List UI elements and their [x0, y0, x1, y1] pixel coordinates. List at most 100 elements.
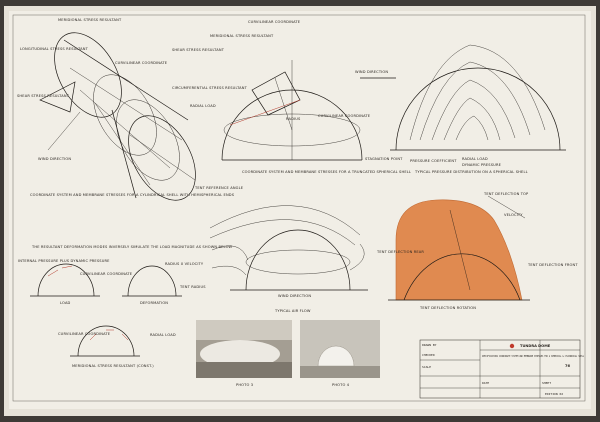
photo-3-sky [196, 320, 292, 340]
fig4-internal: INTERNAL PRESSURE PLUS DYNAMIC PRESSURE [18, 259, 110, 263]
fig-deflection [388, 195, 530, 301]
fig7-curvilinear: CURVILINEAR COORDINATE [58, 332, 111, 336]
stress-element-panel [39, 81, 76, 113]
fig4-deformation: DEFORMATION [140, 301, 168, 305]
fig1-wind-label: WIND DIRECTION [38, 157, 71, 161]
photo-4-dome [317, 345, 355, 367]
photo-3 [196, 320, 292, 378]
fig3-wind: WIND DIRECTION [355, 70, 388, 74]
flowline-3 [211, 245, 249, 261]
fig4-curvilinear: CURVILINEAR COORDINATE [80, 272, 133, 276]
fig-airflow [209, 205, 368, 291]
load-arch [37, 263, 95, 297]
contour-4 [443, 97, 501, 141]
fig6-velocity: VELOCITY [504, 213, 523, 217]
photo-4-label: PHOTO 4 [332, 383, 350, 387]
fig2-curv-top: CURVILINEAR COORDINATE [248, 20, 301, 24]
fig3-dynamic: DYNAMIC PRESSURE [462, 163, 502, 167]
fig4-load: LOAD [60, 301, 71, 305]
fig-meridional-const [70, 325, 140, 357]
fig1-shear-label: SHEAR STRESS RESULTANT [17, 94, 70, 98]
load-arrows [47, 265, 73, 277]
tb-logo [509, 343, 515, 349]
pressure-dome-outline [395, 67, 561, 151]
cylinder-end-left [54, 32, 122, 118]
photo-3-ground [196, 362, 292, 378]
fig2-caption: COORDINATE SYSTEM AND MEMBRANE STRESSES … [242, 170, 411, 174]
airflow-equator [245, 249, 351, 275]
fig3-stagnation: STAGNATION POINT [365, 157, 403, 161]
tb-edition: EDITION 02 [545, 392, 563, 396]
cylinder-bottom-edge [111, 109, 137, 199]
photo-3-label: PHOTO 3 [236, 383, 253, 387]
const-arch [77, 325, 135, 357]
tb-sheet: SHEET [542, 381, 551, 385]
fig1-meridional-label: MERIDIONAL STRESS RESULTANT [58, 18, 122, 22]
cylinder-meridian-1 [69, 67, 183, 141]
title-block [419, 339, 581, 399]
fig1-longitudinal-label: LONGITUDINAL STRESS RESULTANT [20, 47, 89, 51]
fig2-meridional: MERIDIONAL STRESS RESULTANT [210, 34, 274, 38]
photo-3-dome [200, 340, 280, 368]
photo-4 [300, 320, 380, 378]
cylinder-top-edge [63, 39, 189, 121]
tb-frame [419, 339, 581, 399]
deflection-radius [449, 209, 471, 291]
cylinder-ring-mid [93, 74, 157, 156]
fig4-radius-vel: RADIUS X VELOCITY [165, 262, 204, 266]
fig2-radius: RADIUS [286, 117, 301, 121]
tent-angle-line [129, 134, 196, 181]
drawing-border [12, 14, 586, 402]
velocity-arrow [487, 195, 526, 219]
fig1-curvilinear-label: CURVILINEAR COORDINATE [115, 61, 168, 65]
flowline-2 [209, 219, 356, 246]
fig1-caption: COORDINATE SYSTEM AND MEMBRANE STRESSES … [30, 193, 235, 197]
fig6-rear: TENT DEFLECTION REAR [376, 250, 424, 254]
wind-arrow-cyl [47, 111, 81, 151]
flowline-4 [211, 265, 247, 276]
fig4-caption: THE RESULTANT DEFORMATION MODES INVERSEL… [31, 245, 233, 249]
tb-drawn: DRAWN BY [422, 343, 437, 347]
tb-date: DATE [482, 381, 489, 385]
fig3-caption: TYPICAL PRESSURE DISTRIBUTION ON A SPHER… [414, 170, 528, 174]
radial-arrow [229, 99, 301, 126]
fig2-radial: RADIAL LOAD [190, 104, 216, 108]
fig6-top: TENT DEFLECTION TOP [483, 192, 529, 196]
fig2-circum: CIRCUMFERENTIAL STRESS RESULTANT [172, 86, 248, 90]
fig-sphere-coords [221, 60, 363, 161]
deflection-reference-arc [403, 253, 521, 301]
tb-scale: SCALE [422, 365, 431, 369]
fig-pressure [360, 44, 566, 151]
fig1-tent-label: TENT REFERENCE ANGLE [194, 186, 244, 190]
fig-cylinder [39, 32, 196, 201]
fig6-caption: TENT DEFLECTION ROTATION [419, 306, 476, 310]
flowline-1 [209, 205, 361, 236]
fig7-caption: MERIDIONAL STRESS RESULTANT (CONST.) [72, 364, 154, 368]
cylinder-end-right [128, 115, 196, 201]
tb-title: TUNDRA DOME [520, 344, 551, 348]
contour-5 [455, 115, 489, 141]
tb-desc: SPECIFICATIONS COORDINATE SYSTEM AND MEM… [482, 354, 584, 358]
fig2-curv-right: CURVILINEAR COORDINATE [318, 114, 371, 118]
contour-3 [431, 79, 516, 141]
radius-line [274, 77, 293, 131]
contour-2 [419, 61, 531, 141]
fig6-front: TENT DEFLECTION FRONT [527, 263, 578, 267]
const-arrows [89, 329, 129, 341]
airflow-dome [245, 229, 351, 291]
photo-4-ground [300, 366, 380, 378]
deformation-arch [127, 265, 177, 297]
tb-number: 76 [565, 364, 571, 368]
fig4-tent-radius: TENT RADIUS [179, 285, 206, 289]
fig5-wind: WIND DIRECTION [278, 294, 311, 298]
flowline-eddy [349, 243, 365, 271]
contour-1 [409, 44, 546, 141]
fig2-shear: SHEAR STRESS RESULTANT [172, 48, 225, 52]
fig7-radial: RADIAL LOAD [150, 333, 176, 337]
tb-checked: CHECKED [422, 353, 435, 357]
fig5-caption: TYPICAL AIR FLOW [274, 309, 311, 313]
cylinder-ring-2 [116, 99, 180, 181]
fig3-radial: RADIAL LOAD [462, 157, 488, 161]
deflection-shape [395, 199, 523, 301]
